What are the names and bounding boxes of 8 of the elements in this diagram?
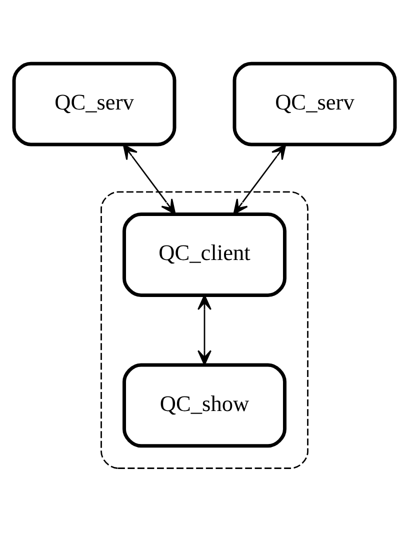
arrow [233,144,286,214]
node-box: QC_client [122,212,286,296]
arrow [198,294,212,365]
node-box: QC_show [122,362,286,448]
cluster [100,190,308,468]
node-box: QC_serv [12,61,176,146]
node-box: QC_serv [232,61,397,146]
arrow [122,144,176,214]
